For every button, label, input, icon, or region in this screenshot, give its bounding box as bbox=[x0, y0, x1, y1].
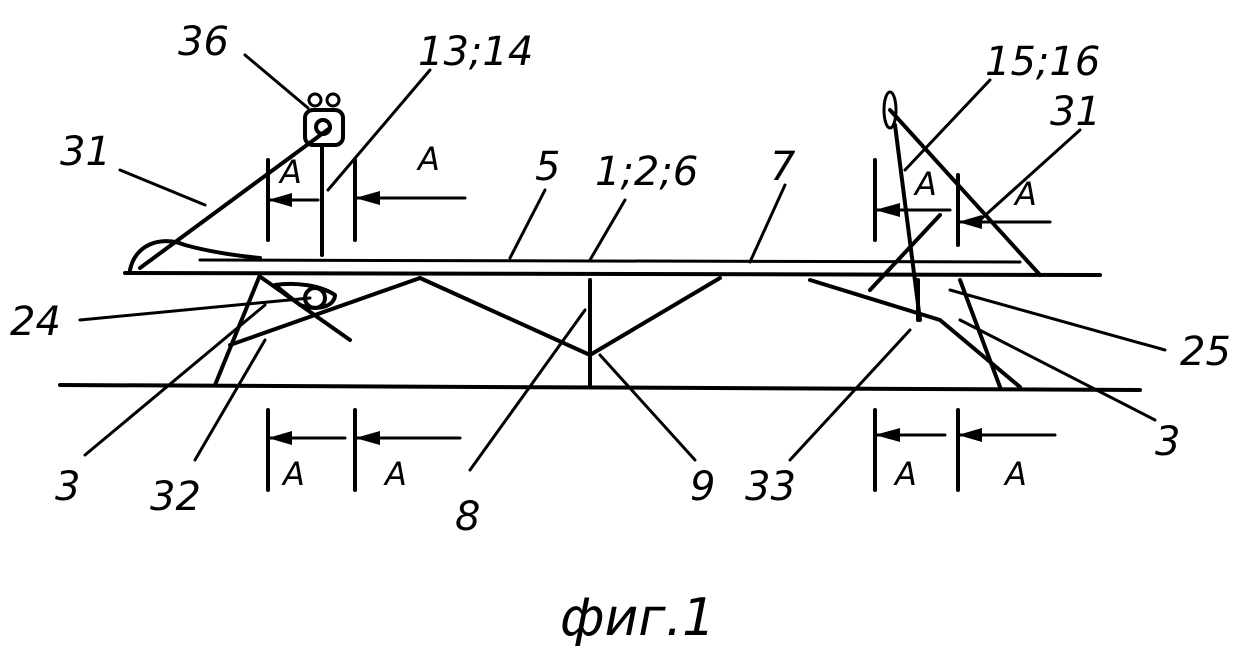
label-7: 7 bbox=[770, 144, 796, 190]
label-3-right: 3 bbox=[1155, 419, 1180, 465]
label-5: 5 bbox=[535, 144, 560, 190]
section-letter-a5: A bbox=[913, 165, 937, 203]
truss-v-center bbox=[420, 278, 720, 355]
section-letter-a6: A bbox=[1013, 175, 1037, 213]
leader-8 bbox=[470, 310, 585, 470]
label-1-2-6: 1;2;6 bbox=[595, 149, 698, 195]
figure-caption: фиг.1 bbox=[560, 588, 715, 648]
label-3-left: 3 bbox=[55, 464, 80, 510]
label-25: 25 bbox=[1180, 329, 1231, 375]
label-15-16: 15;16 bbox=[985, 39, 1100, 85]
leader-7 bbox=[750, 185, 785, 262]
section-letter-a8: A bbox=[1003, 455, 1027, 493]
truss-right-brace bbox=[870, 215, 940, 290]
leader-31-left bbox=[120, 170, 205, 205]
truss-right-inner bbox=[960, 280, 1000, 387]
label-36: 36 bbox=[178, 19, 229, 65]
leader-3-right bbox=[960, 320, 1155, 420]
section-letter-a1: A bbox=[278, 153, 302, 191]
lower-rail bbox=[60, 385, 1140, 390]
leader-32 bbox=[195, 340, 265, 460]
upper-rail bbox=[125, 273, 1100, 275]
leader-36 bbox=[245, 55, 308, 108]
leader-3-left bbox=[85, 305, 265, 455]
section-letter-a4: A bbox=[383, 455, 407, 493]
label-8: 8 bbox=[455, 494, 480, 540]
label-33: 33 bbox=[745, 464, 796, 510]
truss-left bbox=[215, 275, 260, 385]
left-brace-31 bbox=[140, 128, 330, 268]
leader-5 bbox=[510, 190, 545, 258]
leader-33 bbox=[790, 330, 910, 460]
leader-1-2-6 bbox=[590, 200, 625, 260]
device-36-icon bbox=[305, 94, 343, 145]
section-letter-a7: A bbox=[893, 455, 917, 493]
leader-9 bbox=[600, 355, 695, 460]
section-letter-a3: A bbox=[281, 455, 305, 493]
label-32: 32 bbox=[150, 474, 201, 520]
board-nose-left bbox=[130, 241, 260, 270]
label-24: 24 bbox=[10, 299, 61, 345]
leader-24 bbox=[80, 298, 310, 320]
label-31-right: 31 bbox=[1050, 89, 1101, 135]
section-letter-a2: A bbox=[416, 140, 440, 178]
label-31-left: 31 bbox=[60, 129, 111, 175]
leader-15-16 bbox=[905, 80, 990, 170]
label-13-14: 13;14 bbox=[418, 29, 533, 75]
label-9: 9 bbox=[690, 464, 715, 510]
